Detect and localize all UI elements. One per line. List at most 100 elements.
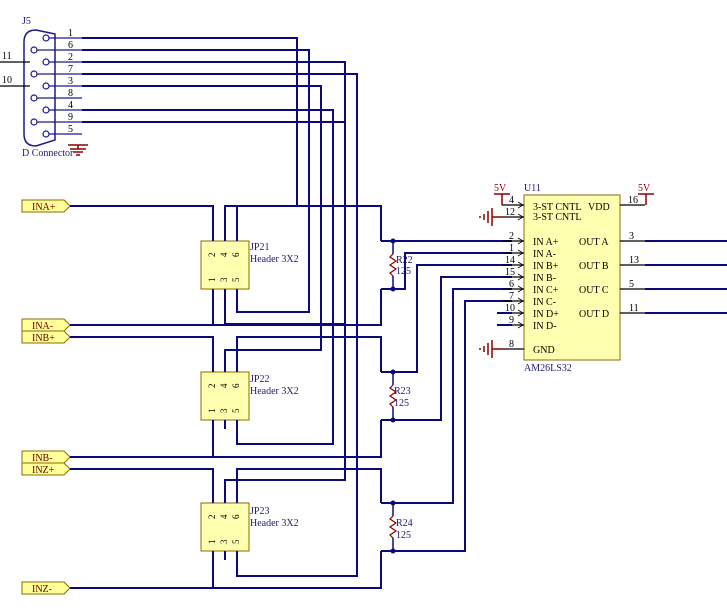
svg-text:IN C+: IN C+ [533,285,559,296]
svg-text:5: 5 [231,408,241,413]
resistor-ic-wires [393,240,512,552]
port-ina-plus[interactable]: INA+ [21,199,71,213]
port-wires [70,205,214,589]
svg-text:4: 4 [509,195,514,206]
header-resistor-wires [212,205,382,589]
header-jp21[interactable]: 2 4 6 1 3 5 JP21 Header 3X2 [200,240,299,290]
svg-text:INA+: INA+ [32,202,56,213]
svg-text:5V: 5V [638,183,651,194]
svg-text:IN D+: IN D+ [533,309,559,320]
svg-text:1: 1 [207,540,217,545]
svg-text:IN A-: IN A- [533,249,556,260]
svg-text:VDD: VDD [588,202,610,213]
supply-5v-icon: 5V [638,183,654,205]
svg-text:IN D-: IN D- [533,321,557,332]
supply-5v-icon: 5V [494,183,510,206]
svg-text:6: 6 [231,383,241,388]
resistor-r23[interactable]: R23 125 [381,369,411,423]
svg-text:13: 13 [629,255,639,266]
svg-text:1: 1 [509,243,514,254]
svg-text:INB-: INB- [32,453,53,464]
svg-text:4: 4 [219,252,229,257]
resistor-value: 125 [394,398,409,409]
header-name: Header 3X2 [250,254,299,265]
resistor-ref: R24 [396,518,413,529]
svg-text:INA-: INA- [32,321,53,332]
svg-text:6: 6 [231,252,241,257]
connector-pin-number: 3 [68,76,73,87]
d-connector-j5[interactable]: J5 11 10 1 6 [0,16,88,159]
svg-text:3: 3 [219,277,229,282]
svg-text:3: 3 [219,539,229,544]
svg-text:4: 4 [219,383,229,388]
input-ports: INA+ INA- INB+ INB- INZ+ INZ- [21,199,71,595]
svg-text:OUT D: OUT D [579,309,609,320]
port-inb-minus[interactable]: INB- [21,450,71,464]
ground-icon [479,208,503,226]
resistor-r22[interactable]: R22 125 [381,238,413,292]
header-name: Header 3X2 [250,386,299,397]
connector-left-pin: 11 [2,51,12,62]
svg-text:5: 5 [629,279,634,290]
resistor-value: 125 [396,266,411,277]
connector-pin-number: 4 [68,100,73,111]
header-jp23[interactable]: 2 4 6 1 3 5 JP23 Header 3X2 [200,502,299,552]
svg-text:3: 3 [629,231,634,242]
svg-text:2: 2 [207,384,217,389]
header-ref: JP21 [250,242,269,253]
resistor-value: 125 [396,530,411,541]
header-ref: JP22 [250,374,269,385]
port-ina-minus[interactable]: INA- [21,318,71,332]
svg-text:1: 1 [207,278,217,283]
port-inz-minus[interactable]: INZ- [21,581,71,595]
ground-icon [479,340,503,358]
svg-text:IN B+: IN B+ [533,261,559,272]
svg-text:IN A+: IN A+ [533,237,559,248]
connector-pin-number: 9 [68,112,73,123]
svg-text:OUT B: OUT B [579,261,609,272]
svg-text:9: 9 [509,315,514,326]
svg-text:INB+: INB+ [32,333,55,344]
ic-part: AM26LS32 [524,363,572,374]
connector-nets [82,37,358,577]
svg-text:GND: GND [533,345,555,356]
resistor-r24[interactable]: R24 125 [381,500,413,554]
connector-shell [23,29,56,147]
port-inz-plus[interactable]: INZ+ [21,462,71,476]
svg-text:2: 2 [509,231,514,242]
connector-pin-number: 7 [68,64,73,75]
header-name: Header 3X2 [250,518,299,529]
ic-u11[interactable]: U11 AM26LS32 3-ST CNTL 3-ST CNTL IN A+ I… [497,183,727,374]
svg-text:14: 14 [505,255,515,266]
svg-text:INZ+: INZ+ [32,465,55,476]
svg-text:IN B-: IN B- [533,273,556,284]
header-pin-stubs [212,232,238,560]
port-inb-plus[interactable]: INB+ [21,330,71,344]
connector-pin-number: 1 [68,28,73,39]
svg-text:11: 11 [629,303,639,314]
svg-text:3-ST CNTL: 3-ST CNTL [533,212,581,223]
connector-ref: J5 [22,16,31,27]
connector-name: D Connector [22,148,74,159]
svg-text:1: 1 [207,409,217,414]
svg-text:6: 6 [509,279,514,290]
svg-text:OUT C: OUT C [579,285,609,296]
svg-text:15: 15 [505,267,515,278]
svg-text:2: 2 [207,253,217,258]
svg-text:5: 5 [231,277,241,282]
header-ref: JP23 [250,506,269,517]
connector-pin-number: 5 [68,124,73,135]
svg-text:10: 10 [505,303,515,314]
svg-text:5V: 5V [494,183,507,194]
svg-text:2: 2 [207,515,217,520]
svg-text:4: 4 [219,514,229,519]
svg-text:OUT A: OUT A [579,237,609,248]
svg-text:6: 6 [231,514,241,519]
svg-text:5: 5 [231,539,241,544]
header-jp22[interactable]: 2 4 6 1 3 5 JP22 Header 3X2 [200,371,299,421]
svg-text:INZ-: INZ- [32,584,52,595]
svg-text:12: 12 [505,207,515,218]
ground-icon [68,144,88,156]
svg-text:8: 8 [509,339,514,350]
